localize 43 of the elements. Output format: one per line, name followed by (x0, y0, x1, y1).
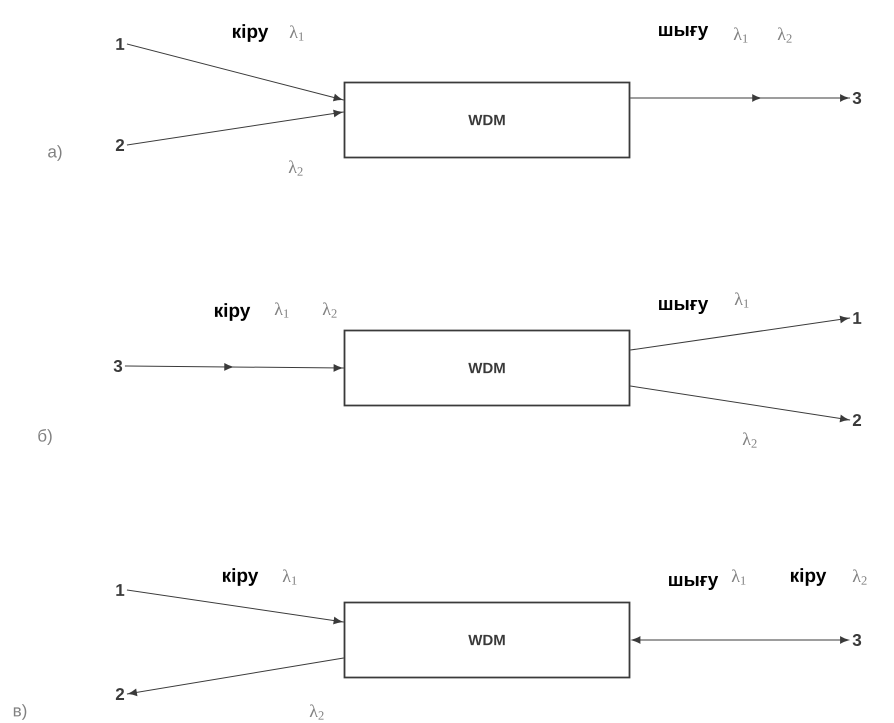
direction-label: шығу (659, 26, 708, 40)
wavelength-label: λ$_{2}$ (322, 302, 337, 318)
wdm-box: WDM (344, 330, 630, 406)
wavelength-label: λ$_{2}$ (852, 569, 867, 585)
port-number: 3 (852, 634, 862, 646)
wavelength-label: λ$_{2}$ (778, 27, 792, 43)
wavelength-label: λ$_{2}$ (310, 704, 324, 720)
wdm-box: WDM (344, 82, 630, 158)
direction-label: кіру (790, 568, 826, 586)
wavelength-label: λ$_{1}$ (290, 25, 304, 41)
arrow (126, 44, 344, 102)
arrow (632, 636, 849, 644)
port-number: 2 (852, 414, 862, 426)
wavelength-label: λ$_{1}$ (734, 27, 748, 43)
arrow (630, 316, 851, 350)
arrow (126, 590, 344, 624)
direction-label: кіру (222, 568, 258, 586)
wavelength-label: λ$_{1}$ (274, 302, 288, 318)
wavelength-label: λ$_{2}$ (742, 432, 757, 448)
wavelength-label: λ$_{1}$ (732, 569, 746, 585)
port-number: 2 (116, 139, 124, 151)
port-number: 1 (116, 584, 124, 596)
arrow (630, 94, 851, 102)
panel-label: б) (38, 429, 52, 445)
panel-label: в) (14, 704, 26, 720)
arrow (630, 386, 851, 422)
direction-label: шығу (659, 300, 708, 314)
arrow (126, 658, 344, 696)
direction-label: кіру (232, 24, 268, 42)
wdm-box: WDM (344, 602, 630, 678)
arrow (124, 363, 344, 372)
wavelength-label: λ$_{1}$ (282, 569, 296, 585)
wavelength-label: λ$_{1}$ (734, 292, 748, 308)
direction-label: кіру (214, 303, 250, 321)
direction-label: шығу (669, 576, 718, 590)
port-number: 3 (114, 360, 122, 372)
port-number: 3 (852, 92, 862, 104)
port-number: 2 (116, 688, 124, 700)
panel-label: а) (48, 145, 62, 161)
wavelength-label: λ$_{2}$ (288, 160, 303, 176)
port-number: 1 (853, 312, 862, 324)
port-number: 1 (116, 38, 124, 50)
arrow (126, 110, 344, 146)
